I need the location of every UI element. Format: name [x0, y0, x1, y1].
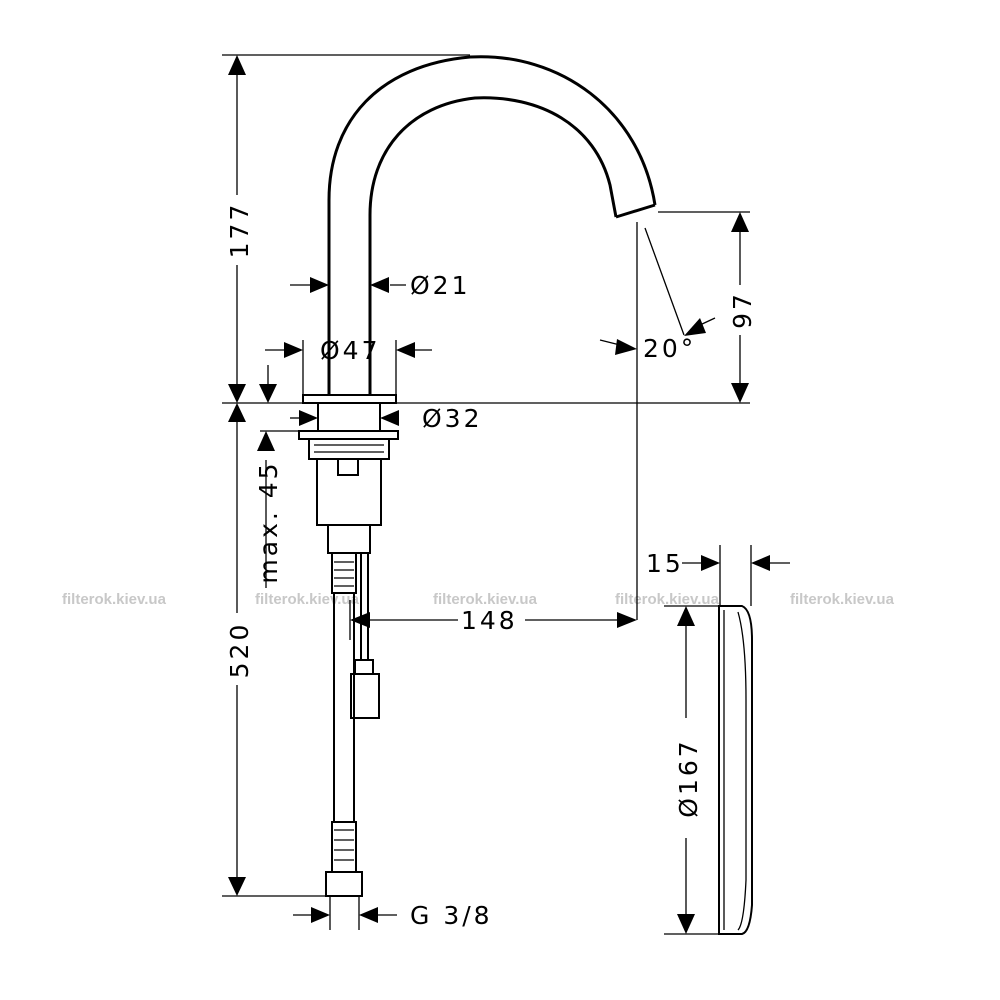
label-spout-angle: 20° [643, 334, 696, 363]
arrow-up-icon [228, 55, 246, 75]
arrow-down-icon [731, 383, 749, 403]
watermark: filterok.kiev.ua [790, 591, 895, 608]
label-spout-height: 97 [728, 291, 757, 329]
arrow-left-icon [359, 907, 378, 923]
arrow-left-icon [380, 410, 399, 426]
arrow-right-icon [299, 410, 318, 426]
dimension-labels: 177 520 97 Ø167 max. 45 Ø21 Ø47 Ø32 20° … [225, 202, 757, 930]
arrow-up-icon [228, 403, 246, 422]
label-spout-pipe-diameter: Ø21 [410, 271, 471, 300]
arrow-down-icon [228, 877, 246, 896]
arrow-right-icon [311, 907, 330, 923]
arrow-left-icon [396, 342, 415, 358]
faucet-base [298, 394, 399, 526]
arrow-down-icon [259, 384, 277, 403]
arrow-left-icon [684, 318, 706, 336]
label-shank-diameter: Ø32 [422, 404, 483, 433]
watermark: filterok.kiev.ua [433, 591, 538, 608]
arrow-left-icon [350, 612, 370, 628]
label-cover-thickness: 15 [646, 549, 684, 578]
label-thread: G 3/8 [410, 901, 493, 930]
label-base-diameter: Ø47 [320, 336, 381, 365]
arrow-up-icon [677, 606, 695, 626]
dimension-lines [236, 75, 790, 916]
arrow-left-icon [751, 555, 770, 571]
watermark: filterok.kiev.ua [615, 591, 720, 608]
arrow-right-icon [310, 277, 329, 293]
faucet-spout [327, 55, 657, 395]
arrow-right-icon [617, 612, 637, 628]
arrow-up-icon [257, 431, 275, 451]
watermark: filterok.kiev.ua [62, 591, 167, 608]
label-height-above-deck: 177 [225, 202, 254, 259]
arrow-down-icon [228, 384, 246, 403]
extension-lines [222, 54, 752, 935]
arrow-left-icon [370, 277, 389, 293]
connection-hoses [325, 524, 380, 897]
arrow-down-icon [677, 914, 695, 934]
arrow-right-icon [615, 339, 637, 355]
cover-plate [718, 605, 753, 935]
label-projection: 148 [461, 606, 518, 635]
arrow-right-icon [284, 342, 303, 358]
label-max-deck-thickness: max. 45 [254, 460, 283, 583]
arrow-up-icon [731, 212, 749, 232]
label-length-below-deck: 520 [225, 622, 254, 679]
label-cover-diameter: Ø167 [674, 738, 703, 817]
arrow-right-icon [701, 555, 720, 571]
arrowheads [228, 55, 770, 934]
